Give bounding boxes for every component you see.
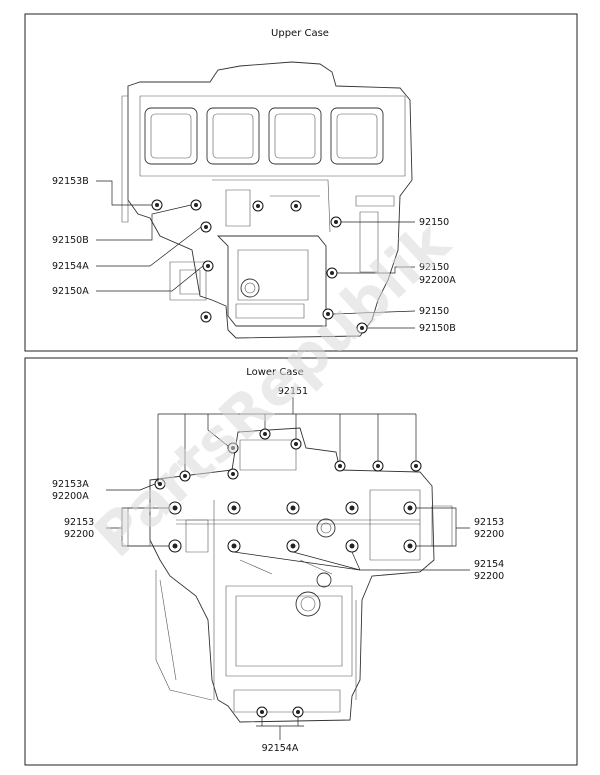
upper-case-bolts <box>151 199 368 334</box>
lower-case-leaders <box>106 397 470 740</box>
callout-92150-low: 92150 <box>419 306 449 317</box>
callout-92150a: 92150A <box>52 286 89 297</box>
upper-case-leaders <box>96 180 416 329</box>
upper-case-illustration <box>121 61 413 339</box>
upper-case-panel: Upper Case <box>24 13 578 352</box>
lower-case-frame <box>24 357 578 766</box>
callout-92200a: 92200A <box>52 491 89 502</box>
upper-case-frame <box>24 13 578 352</box>
callout-92151: 92151 <box>278 386 308 397</box>
callout-92150b: 92150B <box>52 235 89 246</box>
callout-92200a: 92200A <box>419 275 456 286</box>
callout-92154: 92154 <box>474 559 504 570</box>
lower-case-illustration <box>127 427 453 723</box>
lower-case-title: Lower Case <box>246 367 304 378</box>
lower-case-panel: Lower Case <box>24 357 578 766</box>
callout-92150-top: 92150 <box>419 217 449 228</box>
callout-92153-right: 92153 <box>474 517 504 528</box>
callout-92153-left: 92153 <box>64 517 94 528</box>
upper-case-title: Upper Case <box>271 28 329 39</box>
callout-92153b: 92153B <box>52 176 89 187</box>
callout-92150b-right: 92150B <box>419 323 456 334</box>
callout-92150-mid: 92150 <box>419 262 449 273</box>
callout-92154a-bottom: 92154A <box>262 743 299 754</box>
callout-92200-right: 92200 <box>474 529 504 540</box>
callout-92200-right-low: 92200 <box>474 571 504 582</box>
watermark-text: PartsRepublik <box>81 207 463 570</box>
callout-92154a: 92154A <box>52 261 89 272</box>
callout-92200-left: 92200 <box>64 529 94 540</box>
callout-92153a: 92153A <box>52 479 89 490</box>
